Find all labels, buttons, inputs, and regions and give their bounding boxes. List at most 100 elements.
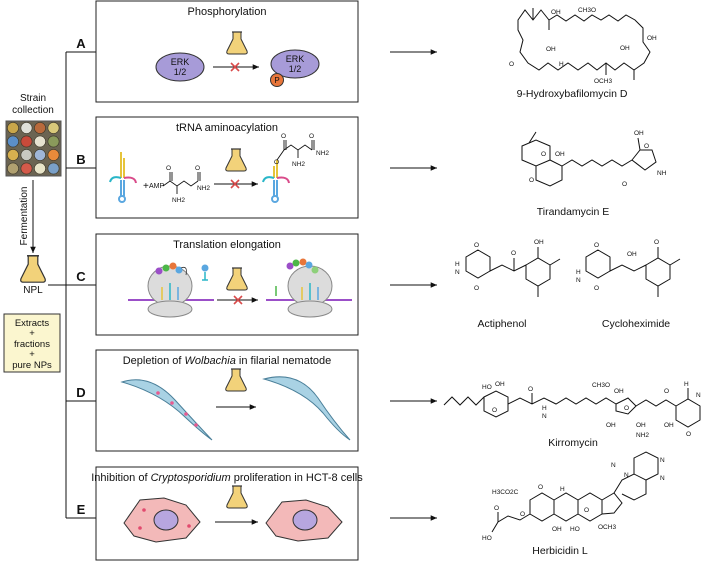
atom-o: O <box>195 165 200 172</box>
atom-h3co2c: H3CO2C <box>492 489 519 496</box>
box-line-plus-1: + <box>29 328 35 339</box>
atom-oh: OH <box>606 422 616 429</box>
atom-n: N <box>660 475 665 482</box>
compound-name-a: 9-Hydroxybafilomycin D <box>517 88 628 100</box>
atom-o: O <box>644 143 649 150</box>
atom-h: H <box>576 269 581 276</box>
compound-name-c1: Actiphenol <box>477 318 526 330</box>
atom-och3: OCH3 <box>594 78 612 85</box>
atom-n: N <box>576 277 581 284</box>
host-cell-left-icon <box>123 497 201 543</box>
atom-n: N <box>660 457 665 464</box>
plate-well <box>47 135 60 148</box>
plate-well <box>47 149 60 161</box>
atom-nh2: NH2 <box>316 150 329 157</box>
panel-letter-a: A <box>76 36 86 51</box>
structure-kirromycin <box>443 388 701 428</box>
nematode-left-icon <box>120 379 213 441</box>
plate-well <box>20 149 33 161</box>
flask-icon <box>226 267 248 291</box>
atom-o: O <box>686 431 691 438</box>
fermentation-label: Fermentation <box>19 187 30 246</box>
result-arrows <box>390 49 437 521</box>
panel-letter-c: C <box>76 269 86 284</box>
atom-oh: OH <box>552 526 562 533</box>
panel-letter-d: D <box>76 385 85 400</box>
atom-o: O <box>541 151 546 158</box>
atom-o: O <box>309 133 314 140</box>
atom-h: H <box>560 486 565 493</box>
atom-ho: HO <box>482 384 492 391</box>
flask-icon <box>226 31 248 55</box>
box-line-fractions: fractions <box>14 339 50 350</box>
compound-name-b: Tirandamycin E <box>537 206 610 218</box>
nematode-right-icon <box>262 376 351 441</box>
plate-well <box>47 162 60 175</box>
flask-icon <box>225 368 247 392</box>
atom-o: O <box>538 484 543 491</box>
atom-ch3o: CH3O <box>592 382 610 389</box>
atom-h: H <box>684 381 689 388</box>
atom-o: O <box>594 285 599 292</box>
structure-actiphenol <box>465 247 561 297</box>
atom-h: H <box>542 405 547 412</box>
panel-d-box <box>95 349 359 452</box>
npl-flask-icon <box>19 255 47 283</box>
compound-name-c2: Cycloheximide <box>602 318 670 330</box>
panel-a-title: Phosphorylation <box>188 6 267 18</box>
atom-nh: NH <box>657 170 667 177</box>
panel-d-title: Depletion of Wolbachia in filarial nemat… <box>123 355 332 367</box>
plate-well <box>20 122 33 134</box>
atom-oh: OH <box>614 388 624 395</box>
structure-cycloheximide <box>585 247 681 297</box>
atom-o: O <box>492 407 497 414</box>
plate-well <box>34 162 46 175</box>
plate-well <box>20 162 33 175</box>
atom-nh2: NH2 <box>197 185 210 192</box>
plate-well <box>20 135 33 148</box>
ribosome-left-icon <box>128 262 214 318</box>
amp-label: AMP <box>149 183 165 190</box>
npl-components-box: Extracts + fractions + pure NPs <box>3 313 61 373</box>
atom-oh: OH <box>627 251 637 258</box>
aminoacyl-trna-structure <box>276 140 315 161</box>
atom-och3: OCH3 <box>598 524 616 531</box>
plate-well <box>7 149 19 161</box>
plate-well <box>34 149 46 161</box>
atom-nh2: NH2 <box>636 432 649 439</box>
atom-ch3o: CH3O <box>578 7 596 14</box>
atom-oh: OH <box>534 239 544 246</box>
atom-o: O <box>509 61 514 68</box>
atom-oh: OH <box>495 381 505 388</box>
trna-left-icon <box>109 152 137 203</box>
aminoacyl-amp-structure <box>162 172 201 194</box>
atom-ho: HO <box>570 526 580 533</box>
panel-c-box <box>95 233 359 336</box>
trna-right-icon <box>262 160 290 203</box>
flask-icon <box>226 485 248 509</box>
atom-o: O <box>511 250 516 257</box>
atom-o: O <box>624 405 629 412</box>
structure-9-hydroxybafilomycin-d <box>517 8 651 80</box>
plus-sign: + <box>143 181 149 192</box>
plate-well <box>34 122 46 134</box>
compound-name-d: Kirromycin <box>548 437 598 449</box>
atom-oh: OH <box>546 46 556 53</box>
branch-connector <box>48 51 96 519</box>
atom-o: O <box>594 242 599 249</box>
erk-label-left: ERK <box>171 57 190 67</box>
panel-b-box <box>95 116 359 219</box>
plate-well <box>7 162 19 175</box>
flask-icon <box>225 148 247 172</box>
atom-h: H <box>559 61 564 68</box>
phosphate-label: P <box>274 76 279 85</box>
collection-label: collection <box>12 105 54 116</box>
atom-ho: HO <box>482 535 492 542</box>
atom-nh2: NH2 <box>292 161 305 168</box>
plate-well <box>7 122 19 134</box>
atom-o: O <box>529 177 534 184</box>
ribosome-right-icon <box>266 258 352 318</box>
atom-n: N <box>455 269 460 276</box>
erk-sub-left: 1/2 <box>174 67 187 77</box>
